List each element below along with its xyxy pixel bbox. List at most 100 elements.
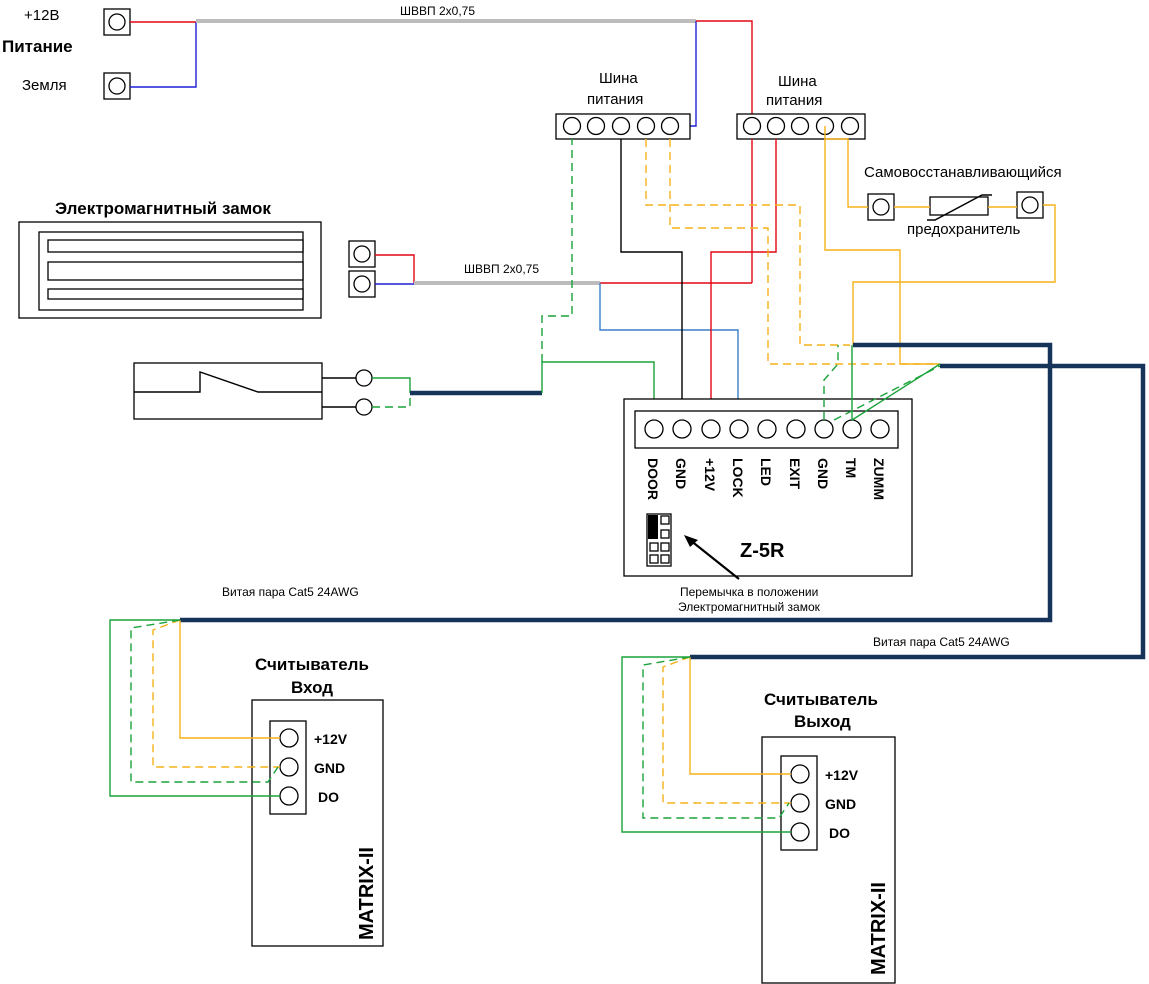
terminal-label-door: DOOR xyxy=(645,458,661,500)
wire-exit-to-DOOR xyxy=(541,361,655,420)
power-title: Питание xyxy=(2,37,73,56)
wire-gnd-to-reader-2 xyxy=(833,365,941,421)
jumper-note-1: Перемычка в положении xyxy=(680,585,818,599)
wire-lock-to-LOCK xyxy=(599,283,739,420)
jumper-pin-3 xyxy=(649,542,659,552)
terminal-gnd-1 xyxy=(672,419,692,439)
wire-bus-to-GND xyxy=(620,139,683,420)
fuse-label-bottom: предохранитель xyxy=(907,221,1021,238)
exit-button-switch-symbol xyxy=(134,371,322,393)
bus-left-label-2: питания xyxy=(587,91,643,108)
wire-bus-gnd-to-reader-2 xyxy=(669,139,935,365)
power-plus-label: +12В xyxy=(24,7,59,24)
lock-bar-3 xyxy=(47,288,304,300)
resettable-fuse: Самовосстанавливающийся предохранитель xyxy=(864,164,1062,238)
terminal-zumm xyxy=(870,419,890,439)
reader-in-label-12v: +12V xyxy=(314,731,348,747)
wire-exit-green-dashed xyxy=(372,393,411,408)
terminal-gnd-2 xyxy=(814,419,834,439)
bus-left-pin-1 xyxy=(562,116,582,136)
exit-button-terminal-2 xyxy=(355,398,373,416)
reader-in-pin-do xyxy=(279,786,299,806)
reader-in-label-gnd: GND xyxy=(314,760,345,776)
jumper-pin-2 xyxy=(660,529,670,539)
bus-left: Шина питания xyxy=(555,70,691,140)
terminal-label-gnd-2: GND xyxy=(815,458,831,489)
reader-in-pin-gnd xyxy=(279,757,299,777)
wire-bus-plus-to-reader-2 xyxy=(824,139,940,365)
terminal-label-12v: +12V xyxy=(702,458,718,492)
cable-main-label: ШВВП 2х0,75 xyxy=(400,4,475,18)
reader-out-pin-gnd xyxy=(790,793,810,813)
wire-reader-out-gnd-g xyxy=(642,656,790,819)
cable-reader-in xyxy=(180,342,1053,623)
cable-reader-out-label: Витая пара Cat5 24AWG xyxy=(873,635,1010,649)
jumper-cap xyxy=(648,515,658,539)
bus-left-pin-3 xyxy=(611,116,631,136)
bus-right: Шина питания xyxy=(736,73,866,140)
wire-exit-to-bus-gnd xyxy=(541,139,573,362)
jumper-pin-5 xyxy=(649,554,659,564)
jumper-pin-4 xyxy=(660,542,670,552)
fuse-terminal-right-screw xyxy=(1021,196,1039,214)
lock-terminal-2-screw xyxy=(353,275,371,293)
bus-right-pin-1 xyxy=(742,116,762,136)
power-plus-screw xyxy=(108,13,126,31)
bus-right-label-2: питания xyxy=(766,92,822,109)
terminal-label-gnd-1: GND xyxy=(673,458,689,489)
reader-out-title-2: Выход xyxy=(794,712,851,731)
wire-bus-to-fuse xyxy=(824,126,868,208)
jumper-arrow-head xyxy=(684,535,698,547)
wire-main-plus-to-bus xyxy=(696,20,753,126)
terminal-label-exit: EXIT xyxy=(787,458,803,490)
terminal-12v xyxy=(701,419,721,439)
wire-reader-in-12v xyxy=(179,620,280,739)
lock-terminal-1-screw xyxy=(353,245,371,263)
jumper-arrow xyxy=(689,539,740,580)
exit-button xyxy=(133,362,373,420)
bus-left-pin-4 xyxy=(636,116,656,136)
lock-bar-2 xyxy=(47,261,304,281)
wire-fuse-to-reader-plus xyxy=(852,204,1056,345)
bus-right-label-1: Шина xyxy=(778,73,817,90)
wire-reader-out-12v xyxy=(689,657,791,775)
fuse-symbol-slash xyxy=(927,194,992,221)
jumper-pin-6 xyxy=(660,554,670,564)
reader-out-label-12v: +12V xyxy=(825,767,859,783)
lock-bar-1 xyxy=(47,239,304,253)
reader-out: Считыватель Выход +12V GND DO MATRIX-II xyxy=(761,690,896,984)
exit-button-body xyxy=(133,362,323,420)
terminal-lock xyxy=(729,419,749,439)
wire-reader-in-gnd-g xyxy=(130,619,279,783)
reader-in-title-2: Вход xyxy=(291,678,333,697)
cable-reader-out xyxy=(690,363,1146,660)
reader-in-label-do: DO xyxy=(318,789,339,805)
terminal-label-tm: TM xyxy=(843,458,859,478)
terminal-led xyxy=(757,419,777,439)
bus-right-pin-3 xyxy=(790,116,810,136)
fuse-terminal-left-screw xyxy=(872,198,890,216)
bus-left-pin-2 xyxy=(586,116,606,136)
jumper-block xyxy=(646,513,672,567)
reader-out-title-1: Считыватель xyxy=(764,690,878,709)
controller-model: Z-5R xyxy=(740,540,785,562)
cable-reader-in-label: Витая пара Cat5 24AWG xyxy=(222,585,359,599)
power-plus-terminal xyxy=(103,8,131,36)
wire-reader-in-gnd-o xyxy=(152,619,280,768)
terminal-exit xyxy=(786,419,806,439)
exit-button-terminal-1 xyxy=(355,369,373,387)
jumper-pin-1 xyxy=(660,515,670,525)
terminal-label-led: LED xyxy=(758,458,774,486)
electromagnetic-lock: Электромагнитный замок xyxy=(18,199,376,319)
wire-bus-gnd-to-reader xyxy=(645,139,850,346)
terminal-label-lock: LOCK xyxy=(730,458,746,498)
reader-in-model: MATRIX-II xyxy=(356,847,378,940)
wire-power-ground xyxy=(130,22,197,88)
reader-in: Считыватель Вход +12V GND DO MATRIX-II xyxy=(251,655,384,947)
terminal-door xyxy=(644,419,664,439)
cable-lock-label: ШВВП 2х0,75 xyxy=(464,262,539,276)
terminal-tm xyxy=(842,419,862,439)
controller-z5r: DOOR GND +12V LOCK LED EXIT GND TM ZUMM … xyxy=(623,398,913,580)
wire-reader-in-do xyxy=(109,619,280,797)
